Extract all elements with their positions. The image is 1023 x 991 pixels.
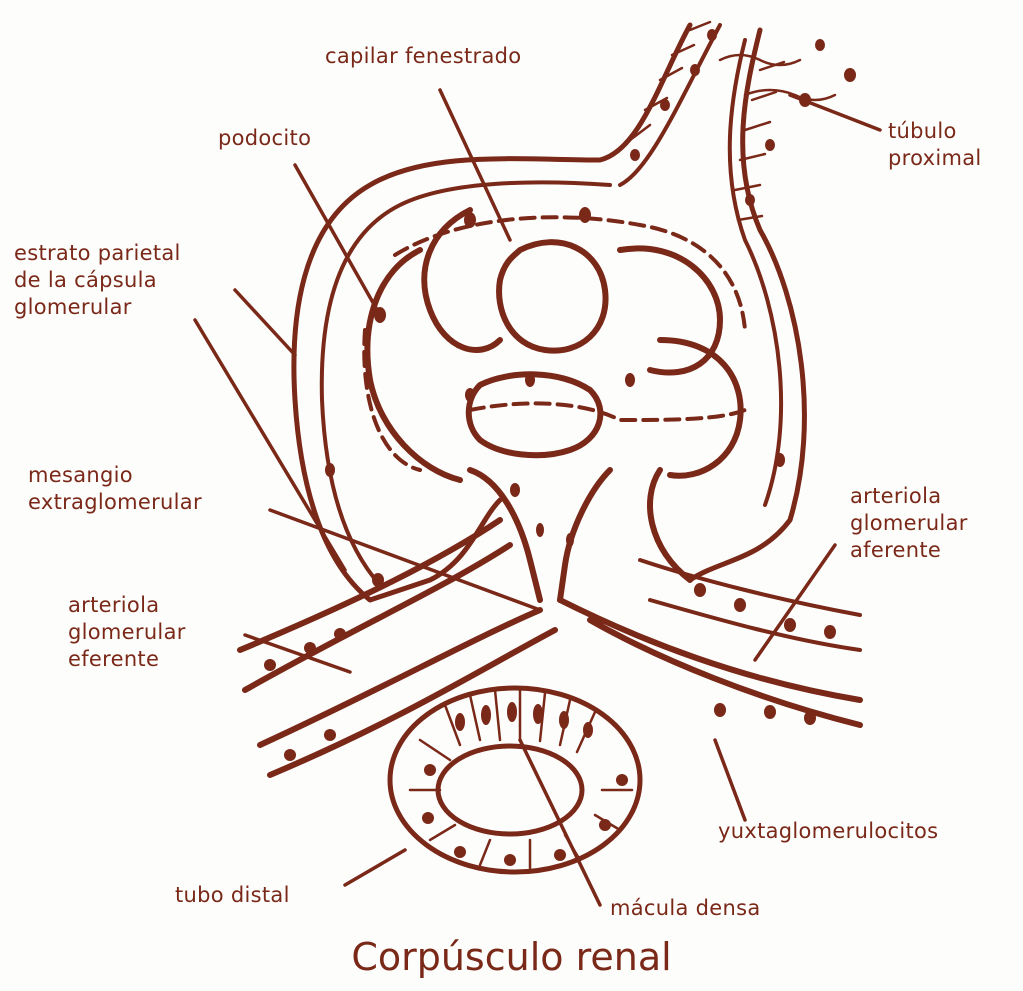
leader-tubulo <box>790 95 880 130</box>
label-podocito: podocito <box>218 125 311 152</box>
label-yuxtaglomerulocitos: yuxtaglomerulocitos <box>718 818 938 845</box>
label-mesangio-extraglomerular: mesangio extraglomerular <box>28 462 202 516</box>
label-arteriola-eferente: arteriola glomerular eferente <box>68 592 186 673</box>
leader-tubo-distal <box>345 850 405 885</box>
label-macula-densa: mácula densa <box>610 895 761 922</box>
glomerular-loops <box>367 210 740 600</box>
leader-estrato-1 <box>235 290 295 355</box>
label-tubulo-proximal: túbulo proximal <box>888 118 982 172</box>
label-tubo-distal: tubo distal <box>175 882 290 909</box>
leader-mesangio <box>270 510 540 610</box>
macula-densa-cells <box>410 690 632 868</box>
efferent-arteriole-lower <box>260 610 555 775</box>
label-capilar-fenestrado: capilar fenestrado <box>325 43 521 70</box>
label-estrato-parietal: estrato parietal de la cápsula glomerula… <box>14 240 181 321</box>
leader-macula <box>520 740 600 905</box>
diagram-title: Corpúsculo renal <box>0 935 1023 979</box>
label-arteriola-aferente: arteriola glomerular aferente <box>850 483 968 564</box>
leader-lines <box>195 90 880 905</box>
capsule-inner-wall <box>322 25 781 585</box>
leader-yuxta <box>715 740 745 820</box>
